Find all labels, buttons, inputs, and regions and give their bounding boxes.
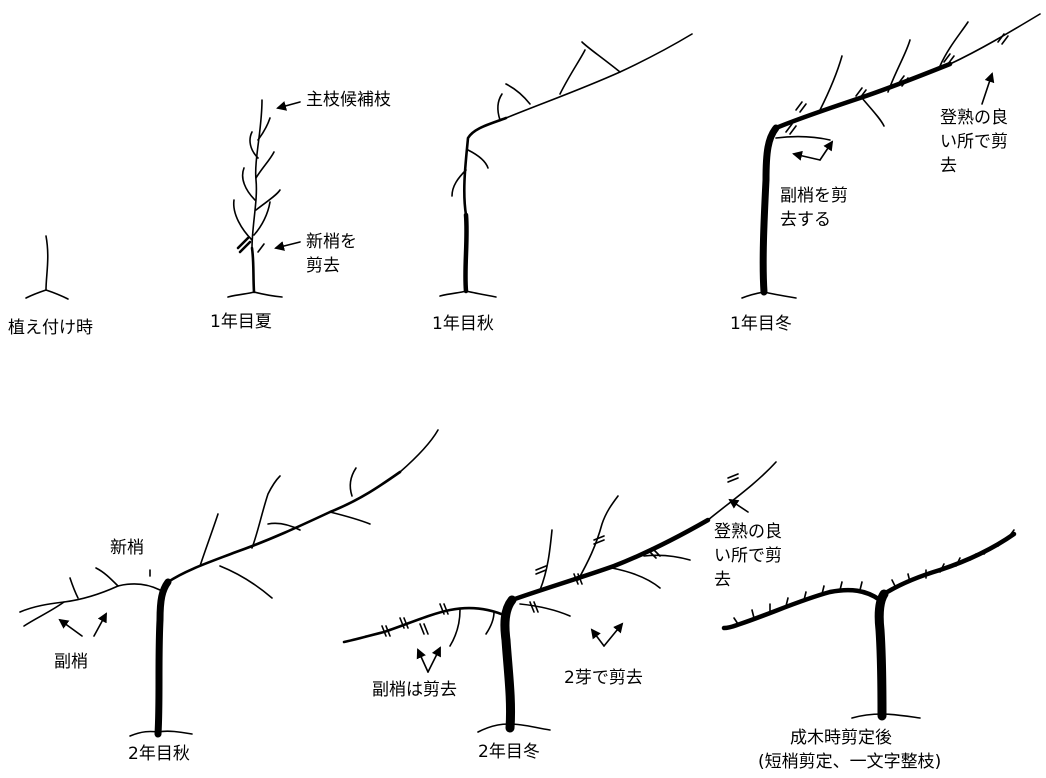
label-year2-winter: 2年目冬: [478, 742, 540, 762]
planting-vine: [25, 235, 69, 300]
label-ripe-cut-1: 登熟の良: [940, 108, 1008, 128]
label-prune-new-shoot-1: 新梢を: [306, 232, 357, 252]
mature-vine: [721, 529, 1017, 721]
year2-winter-vine: [342, 461, 777, 733]
year1-autumn-vine: [439, 33, 693, 298]
label-year1-summer: 1年目夏: [210, 312, 272, 332]
label-two-bud-cut: 2芽で剪去: [564, 668, 643, 688]
label-prune-new-shoot-2: 剪去: [306, 256, 340, 276]
label-prune-lateral-1: 副梢を剪: [780, 186, 848, 206]
label-lateral-shoot: 副梢: [54, 652, 88, 672]
label-year2-autumn: 2年目秋: [128, 744, 190, 764]
label-ripe-cut2-1: 登熟の良: [714, 522, 782, 542]
label-prune-lateral-2: 去する: [780, 210, 831, 230]
label-mature-note: (短梢剪定、一文字整枝): [758, 752, 942, 772]
label-year1-winter: 1年目冬: [730, 314, 792, 334]
label-lateral-pruned: 副梢は剪去: [372, 680, 457, 700]
label-ripe-cut2-2: い所で剪: [714, 546, 782, 566]
year1-winter-vine: [741, 13, 1041, 299]
label-new-shoot: 新梢: [110, 538, 144, 558]
label-main-branch-candidate: 主枝候補枝: [306, 90, 391, 110]
year2-autumn-vine: [19, 429, 439, 738]
year1-summer-vine: [227, 99, 301, 298]
label-planting: 植え付け時: [8, 318, 93, 338]
label-mature: 成木時剪定後: [790, 728, 892, 748]
label-year1-autumn: 1年目秋: [432, 314, 494, 334]
label-ripe-cut-2: い所で剪: [940, 132, 1008, 152]
label-ripe-cut2-3: 去: [714, 570, 731, 590]
label-ripe-cut-3: 去: [940, 156, 957, 176]
